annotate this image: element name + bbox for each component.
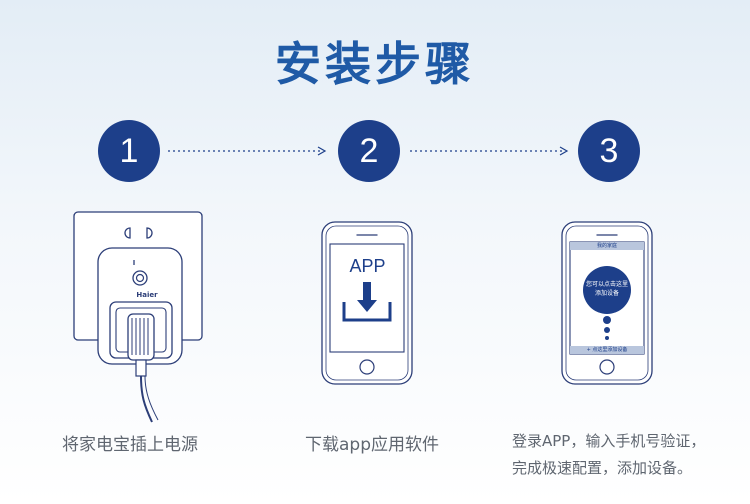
phone-download-illustration: [320, 220, 415, 392]
step-3-caption-line1: 登录APP，输入手机号验证，: [512, 432, 706, 450]
add-device-bubble-line2: 添加设备: [594, 290, 619, 297]
step-3-caption-line2: 完成极速配置，添加设备。: [512, 459, 693, 477]
arrow-step-2-to-3: [410, 146, 572, 156]
home-screen-header: 我的家庭: [596, 243, 617, 249]
step-1-caption: 将家电宝插上电源: [62, 435, 198, 455]
step-3-badge: 3: [578, 120, 640, 182]
smart-plug-illustration: [72, 210, 212, 429]
arrow-step-1-to-2: [168, 146, 330, 156]
step-3-caption: 登录APP，输入手机号验证， 完成极速配置，添加设备。: [512, 428, 742, 482]
page-title: 安装步骤: [275, 37, 475, 91]
phone-add-device-illustration: [560, 220, 655, 392]
step-2-badge: 2: [338, 120, 400, 182]
plug-brand-label: Haier: [136, 291, 158, 299]
add-device-bubble-line1: 您可以点击这里: [585, 281, 628, 288]
step-1-badge: 1: [98, 120, 160, 182]
add-device-footer: + 点这里添加设备: [586, 347, 628, 353]
step-2-caption: 下载app应用软件: [305, 435, 439, 455]
app-label: APP: [349, 256, 386, 276]
